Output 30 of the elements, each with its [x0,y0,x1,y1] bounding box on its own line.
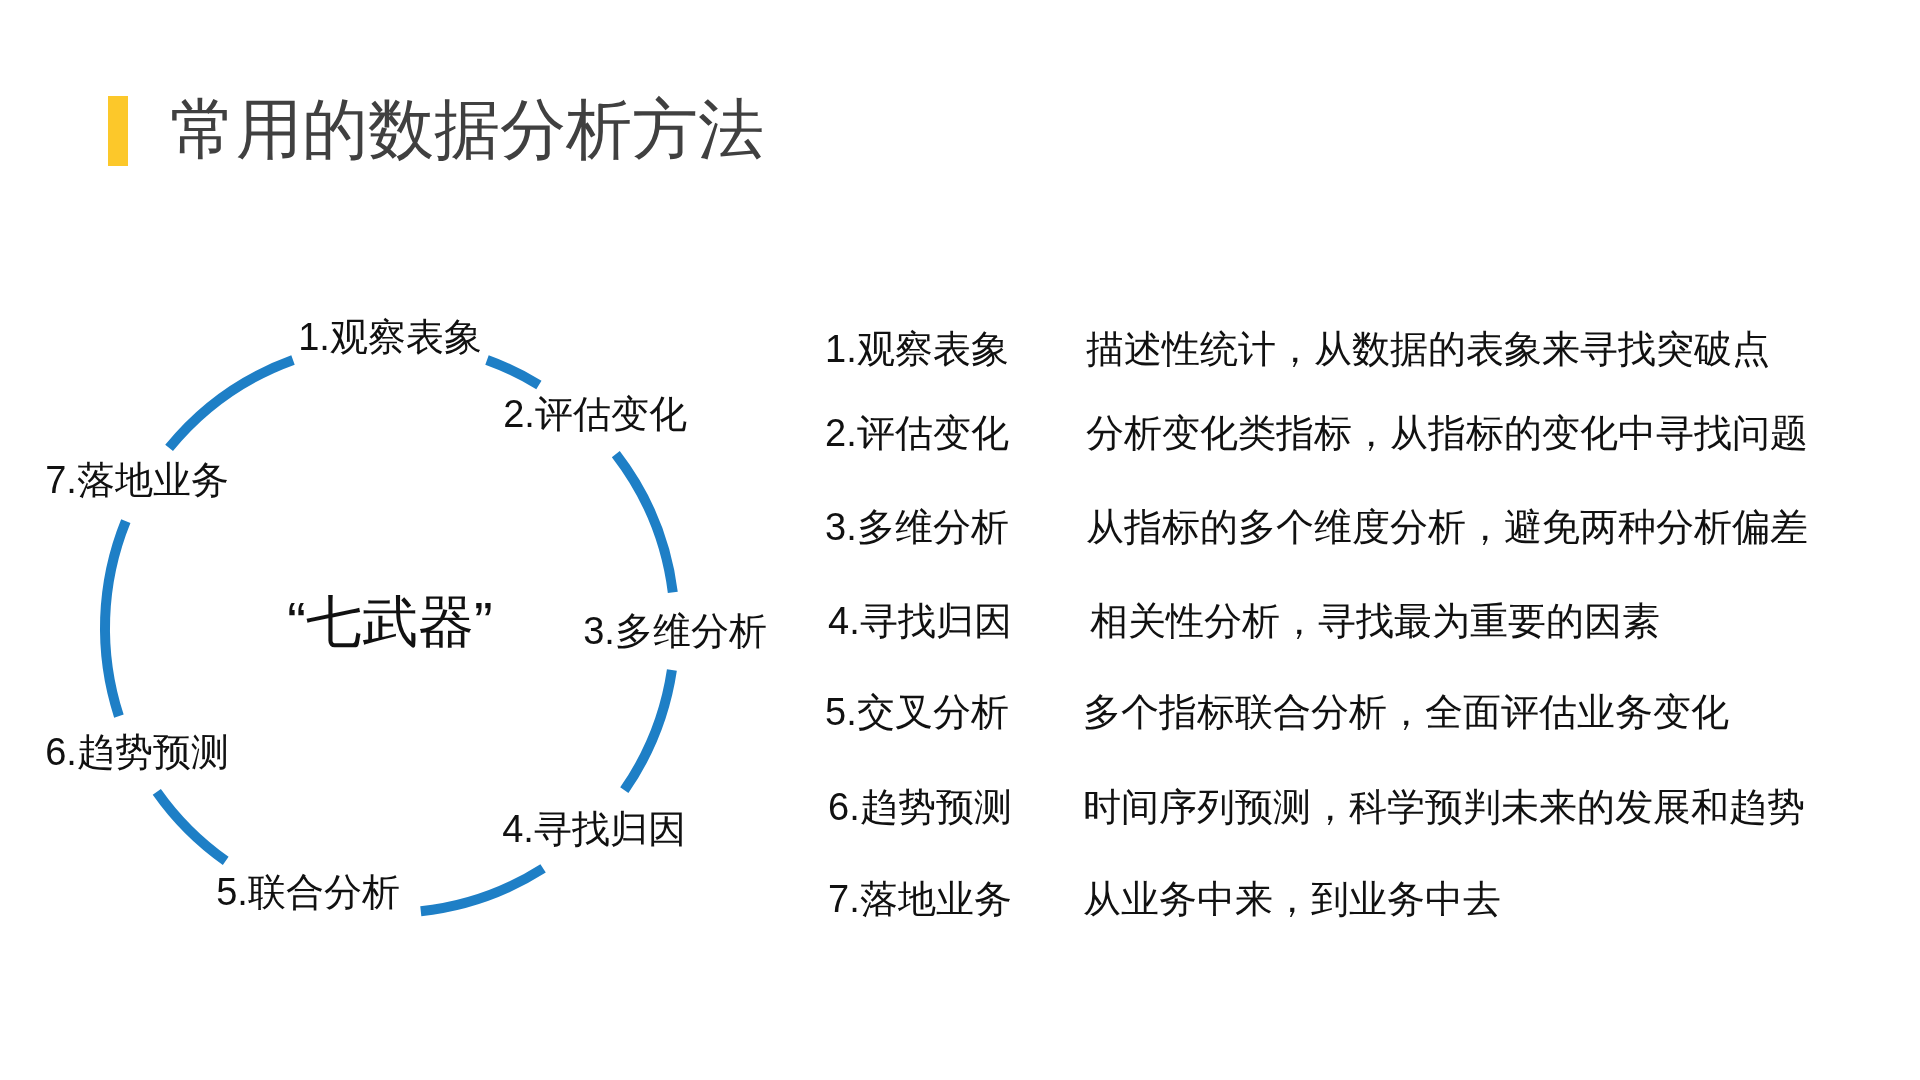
step-label: 5.联合分析 [216,871,400,915]
step-label: 7.落地业务 [45,459,229,503]
method-description: 从指标的多个维度分析，避免两种分析偏差 [1086,506,1808,550]
method-name: 3.多维分析 [825,506,1009,550]
step-label: 6.趋势预测 [45,731,229,775]
method-description: 分析变化类指标，从指标的变化中寻找问题 [1086,412,1808,456]
center-label: “七武器” [287,589,493,655]
method-name: 7.落地业务 [828,878,1012,922]
circle-arc [100,519,131,718]
step-label: 2.评估变化 [503,393,687,437]
circle-arc [152,788,229,865]
circle-arc [620,669,677,793]
method-description: 相关性分析，寻找最为重要的因素 [1090,600,1660,644]
method-name: 5.交叉分析 [825,691,1009,735]
circle-arc [611,451,678,594]
method-description: 时间序列预测，科学预判未来的发展和趋势 [1083,786,1805,830]
step-label: 3.多维分析 [583,610,767,654]
method-description: 从业务中来，到业务中去 [1083,878,1501,922]
method-name: 4.寻找归因 [828,600,1012,644]
circle-arc [419,864,546,917]
title: 常用的数据分析方法 [170,92,764,168]
circle-arc [485,355,542,390]
step-label: 1.观察表象 [298,316,482,360]
method-description: 多个指标联合分析，全面评估业务变化 [1083,691,1729,735]
method-description: 描述性统计，从数据的表象来寻找突破点 [1086,328,1770,372]
circle-arc [165,355,295,452]
method-name: 1.观察表象 [825,328,1009,372]
method-name: 6.趋势预测 [828,786,1012,830]
method-name: 2.评估变化 [825,412,1009,456]
step-label: 4.寻找归因 [502,808,686,852]
